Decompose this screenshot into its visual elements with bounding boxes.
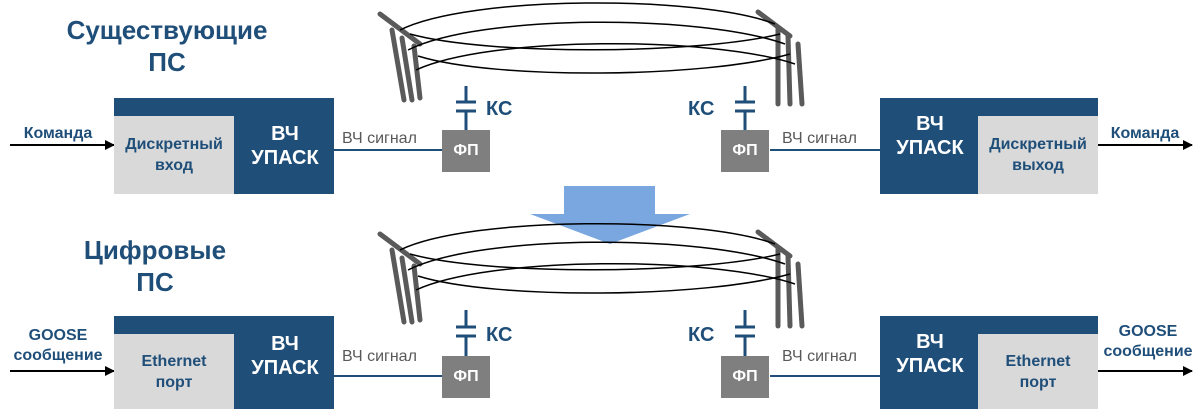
transmission-tower-left-row1 (377, 11, 423, 103)
row2-right-unit-label: ВЧ УПАСК (896, 331, 964, 377)
row1-left-port: Дискретный вход (114, 116, 234, 194)
row1-title: Существующие ПС (66, 15, 268, 77)
row2-output-label: GOOSE сообщение (1103, 323, 1193, 360)
coupling-capacitor-right-row1 (735, 86, 755, 130)
row1-filter-left: ФП (442, 130, 490, 172)
transmission-tower-left-row2 (377, 231, 423, 325)
row2-filter-left: ФП (442, 356, 490, 398)
row2-left-port: Ethernet порт (114, 334, 234, 409)
row1-right-port: Дискретный выход (978, 116, 1098, 194)
row1-coupler-left: КС (486, 98, 513, 120)
row2-signal-right: ВЧ сигнал (782, 348, 857, 365)
power-line-conductors-row1 (399, 2, 796, 74)
row1-coupler-right: КС (688, 98, 715, 120)
row2-coupler-left: КС (486, 324, 513, 346)
coupling-capacitor-left-row1 (456, 86, 476, 130)
row2-title: Цифровые ПС (83, 235, 227, 297)
row2-signal-left: ВЧ сигнал (342, 348, 417, 365)
transmission-tower-right-row1 (755, 9, 805, 107)
row1-output-label: Команда (1110, 125, 1180, 142)
transition-arrow (530, 186, 690, 244)
row2-filter-right: ФП (721, 356, 769, 398)
row1-signal-right: ВЧ сигнал (782, 130, 857, 147)
power-line-conductors-row2 (399, 223, 796, 294)
row1-right-unit-label: ВЧ УПАСК (896, 113, 964, 159)
row2-right-port: Ethernet порт (978, 334, 1098, 409)
row2-coupler-right: КС (688, 324, 715, 346)
row1-signal-left: ВЧ сигнал (342, 130, 417, 147)
coupling-capacitor-left-row2 (456, 310, 476, 356)
row2-left-unit-label: ВЧ УПАСК (251, 333, 319, 379)
row1-input-label: Команда (23, 125, 93, 142)
row2-input-label: GOOSE сообщение (13, 327, 103, 364)
row1-left-unit-label: ВЧ УПАСК (251, 123, 319, 169)
row1-filter-right: ФП (721, 130, 769, 172)
coupling-capacitor-right-row2 (735, 310, 755, 356)
